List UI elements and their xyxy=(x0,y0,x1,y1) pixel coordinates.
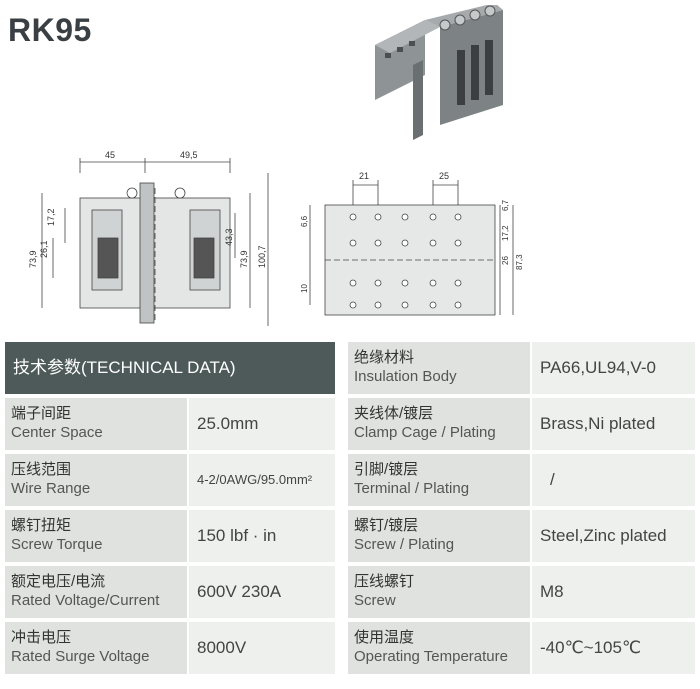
spec-value-text: 4-2/0AWG/95.0mm² xyxy=(197,472,313,487)
spec-label-cn: 引脚/镀层 xyxy=(354,461,419,478)
side-view-drawing: 45 49,5 17,2 26,1 73,9 43,3 73,9 100,7 xyxy=(28,150,269,326)
table-row: 螺钉扭矩 Screw Torque 150 lbf · in 螺钉/镀层 Screw… xyxy=(5,510,695,562)
dim-label: 73,9 xyxy=(239,250,249,268)
spec-label-en: Insulation Body xyxy=(354,368,457,385)
dim-label: 45 xyxy=(105,150,115,160)
spec-label-en: Rated Surge Voltage xyxy=(11,648,150,665)
spec-label-cn: 使用温度 xyxy=(354,629,415,646)
table-header-title: 技术参数(TECHNICAL DATA) xyxy=(13,358,236,377)
spec-label: 端子间距 Center Space xyxy=(5,398,187,450)
spec-label: 引脚/镀层 Terminal / Plating xyxy=(348,454,530,506)
spec-value: 25.0mm xyxy=(189,398,335,450)
spec-label-cn: 螺钉/镀层 xyxy=(354,517,419,534)
table-row: 端子间距 Center Space 25.0mm 夹线体/镀层 Clamp Cage… xyxy=(5,398,695,450)
spec-label-en: Screw xyxy=(354,592,396,609)
spec-label-en: Clamp Cage / Plating xyxy=(354,424,496,441)
spec-label-en: Center Space xyxy=(11,424,103,441)
spec-value: Steel,Zinc plated xyxy=(532,510,695,562)
spec-value: PA66,UL94,V-0 xyxy=(532,342,695,394)
dim-label: 17,2 xyxy=(46,208,56,226)
spec-label-en: Rated Voltage/Current xyxy=(11,592,160,609)
spec-value: Brass,Ni plated xyxy=(532,398,695,450)
spec-label-en: Screw / Plating xyxy=(354,536,455,553)
spec-label-cn: 螺钉扭矩 xyxy=(11,517,72,534)
dim-label: 100,7 xyxy=(257,245,267,268)
spec-value-text: 8000V xyxy=(197,638,247,657)
spec-label: 压线螺钉 Screw xyxy=(348,566,530,618)
spec-label: 冲击电压 Rated Surge Voltage xyxy=(5,622,187,674)
spec-label-cn: 绝缘材料 xyxy=(354,349,415,366)
dim-label: 49,5 xyxy=(180,150,198,160)
spec-label-en: Operating Temperature xyxy=(354,648,508,665)
dim-label: 21 xyxy=(359,171,369,181)
spec-label-en: Terminal / Plating xyxy=(354,480,470,497)
spec-label-cn: 冲击电压 xyxy=(11,629,72,646)
dim-label: 26,1 xyxy=(39,240,49,258)
spec-label-en: Wire Range xyxy=(11,480,91,497)
spec-value-text: Steel,Zinc plated xyxy=(540,526,667,545)
spec-value-text: / xyxy=(550,470,555,489)
top-view-drawing: 21 25 6,6 6,7 17,2 26 87,3 10 xyxy=(300,171,524,316)
spec-label-cn: 压线螺钉 xyxy=(354,573,415,590)
dim-label: 6,6 xyxy=(300,215,309,227)
dim-label: 26 xyxy=(501,256,510,265)
spec-label: 压线范围 Wire Range xyxy=(5,454,187,506)
spec-value: / xyxy=(532,454,695,506)
spec-value-text: Brass,Ni plated xyxy=(540,414,656,433)
product-photo xyxy=(365,5,505,140)
dim-label: 25 xyxy=(439,171,449,181)
table-row: 冲击电压 Rated Surge Voltage 8000V 使用温度 Operat… xyxy=(5,622,695,674)
spec-label-cn: 夹线体/镀层 xyxy=(354,405,434,422)
spec-value: 600V 230A xyxy=(189,566,335,618)
table-header: 技术参数(TECHNICAL DATA) xyxy=(5,342,335,394)
spec-label: 额定电压/电流 Rated Voltage/Current xyxy=(5,566,187,618)
table-row: 额定电压/电流 Rated Voltage/Current 600V 230A 压… xyxy=(5,566,695,618)
spec-label: 绝缘材料 Insulation Body xyxy=(348,342,530,394)
spec-value: M8 xyxy=(532,566,695,618)
spec-label-en: Screw Torque xyxy=(11,536,103,553)
spec-label-cn: 端子间距 xyxy=(11,405,72,422)
spec-value-text: PA66,UL94,V-0 xyxy=(540,358,656,377)
dim-label: 87,3 xyxy=(515,254,524,270)
spec-value: 4-2/0AWG/95.0mm² xyxy=(189,454,335,506)
product-title: RK95 xyxy=(8,12,92,48)
spec-label: 螺钉/镀层 Screw / Plating xyxy=(348,510,530,562)
spec-label-cn: 压线范围 xyxy=(11,461,72,478)
spec-label: 使用温度 Operating Temperature xyxy=(348,622,530,674)
spec-value-text: -40℃~105℃ xyxy=(540,638,642,657)
spec-label: 螺钉扭矩 Screw Torque xyxy=(5,510,187,562)
dim-label: 43,3 xyxy=(224,228,234,246)
spec-value-text: M8 xyxy=(540,582,564,601)
dim-label: 17,2 xyxy=(501,225,510,241)
table-row: 压线范围 Wire Range 4-2/0AWG/95.0mm² 引脚/镀层 Ter… xyxy=(5,454,695,506)
spec-value: -40℃~105℃ xyxy=(532,622,695,674)
spec-label-cn: 额定电压/电流 xyxy=(11,573,106,590)
spec-label: 夹线体/镀层 Clamp Cage / Plating xyxy=(348,398,530,450)
spec-value: 150 lbf · in xyxy=(189,510,335,562)
spec-value: 8000V xyxy=(189,622,335,674)
spec-value-text: 25.0mm xyxy=(197,414,259,433)
dim-label: 10 xyxy=(300,284,309,293)
dim-label: 73,9 xyxy=(28,250,38,268)
table-row: 技术参数(TECHNICAL DATA) 绝缘材料 Insulation Body… xyxy=(5,342,695,394)
spec-value-text: 600V 230A xyxy=(197,582,282,601)
spec-value-text: 150 lbf · in xyxy=(197,526,277,545)
dim-label: 6,7 xyxy=(501,199,510,211)
